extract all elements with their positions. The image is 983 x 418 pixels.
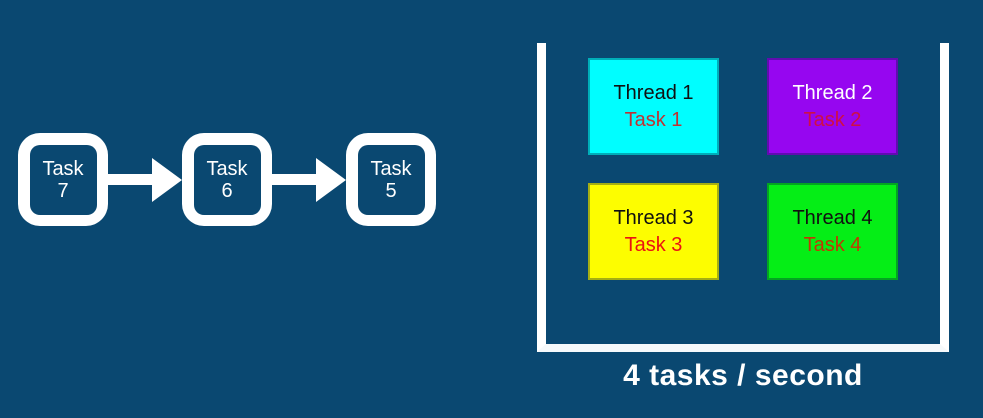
task-label: Task xyxy=(206,157,248,180)
task-number: 7 xyxy=(57,179,69,202)
thread-name: Thread 4 xyxy=(792,206,873,229)
thread-task: Task 3 xyxy=(624,233,683,256)
thread-name: Thread 1 xyxy=(613,81,694,104)
thread-task: Task 1 xyxy=(624,108,683,131)
task-node-6: Task 6 xyxy=(182,133,272,226)
task-node-7: Task 7 xyxy=(18,133,108,226)
arrow-right-icon xyxy=(108,157,182,202)
task-queue: Task 7 Task 6 Task 5 xyxy=(18,133,436,226)
thread-box-4: Thread 4 Task 4 xyxy=(767,183,898,280)
thread-task: Task 2 xyxy=(803,108,862,131)
thread-name: Thread 3 xyxy=(613,206,694,229)
task-node-5: Task 5 xyxy=(346,133,436,226)
task-node-inner: Task 6 xyxy=(193,144,261,215)
thread-box-3: Thread 3 Task 3 xyxy=(588,183,719,280)
thread-pool-bracket: Thread 1 Task 1 Thread 2 Task 2 Thread 3… xyxy=(537,43,949,352)
thread-box-1: Thread 1 Task 1 xyxy=(588,58,719,155)
arrow-shaft xyxy=(108,174,152,185)
arrow-head xyxy=(152,157,182,202)
thread-task: Task 4 xyxy=(803,233,862,256)
arrow-head xyxy=(316,157,346,202)
task-number: 5 xyxy=(385,179,397,202)
task-node-inner: Task 5 xyxy=(357,144,425,215)
thread-box-2: Thread 2 Task 2 xyxy=(767,58,898,155)
task-label: Task xyxy=(42,157,84,180)
task-label: Task xyxy=(370,157,412,180)
arrow-shaft xyxy=(272,174,316,185)
arrow-right-icon xyxy=(272,157,346,202)
thread-name: Thread 2 xyxy=(792,81,873,104)
throughput-caption: 4 tasks / second xyxy=(623,359,863,392)
task-number: 6 xyxy=(221,179,233,202)
task-node-inner: Task 7 xyxy=(29,144,97,215)
